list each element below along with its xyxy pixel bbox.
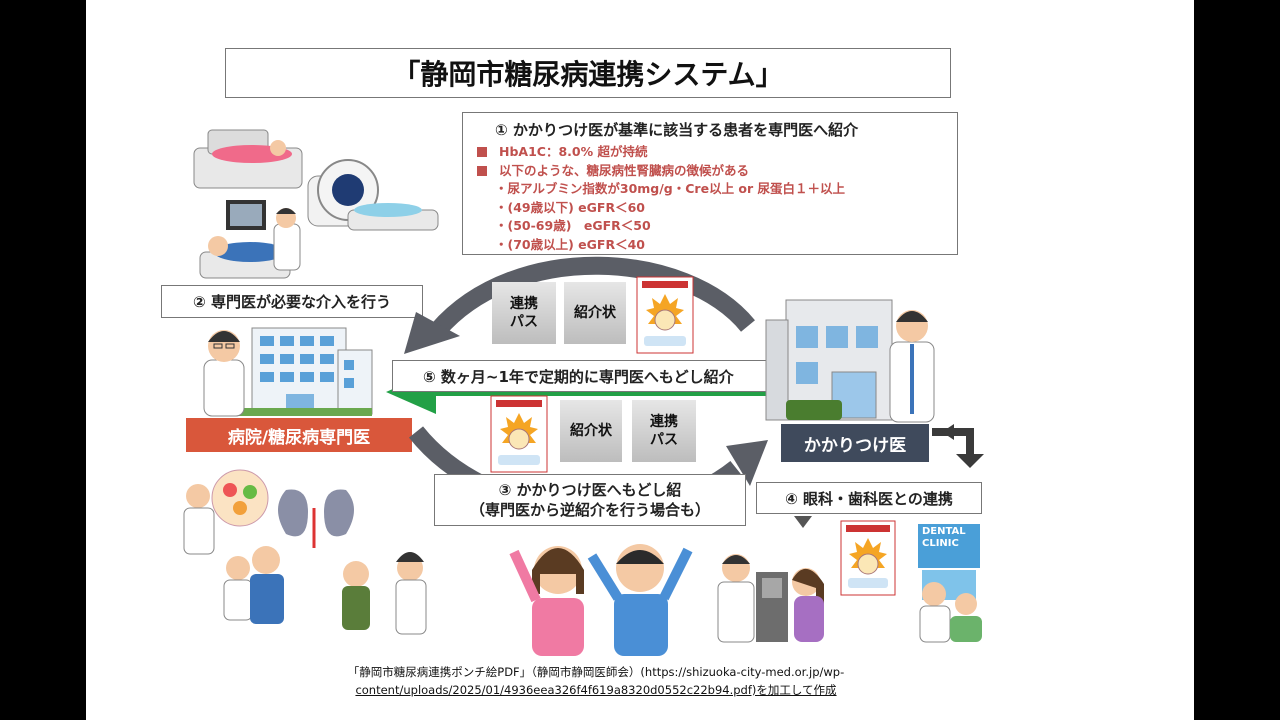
credit-line2: content/uploads/2025/01/4936eea326f4f619… [355, 683, 837, 697]
step4-label: ④ 眼科・歯科医との連携 [756, 482, 982, 514]
criteria-item: 以下のような、糖尿病性腎臓病の徴候がある [477, 162, 947, 181]
dental-sign: DENTAL CLINIC [922, 526, 966, 549]
credit-line1: 「静岡市糖尿病連携ポンチ絵PDF」（静岡市静岡医師会）(https://shiz… [347, 665, 845, 679]
criteria-sub-item: ・(49歳以下) eGFR＜60 [495, 199, 645, 215]
side-arrow-head-left [942, 424, 954, 440]
step5-label: ⑤ 数ヶ月~1年で定期的に専門医へもどし紹介 [392, 360, 792, 392]
medical-exam-illustration [193, 129, 439, 279]
arrow-head-to-clinic [726, 440, 768, 486]
criteria-heading: ① かかりつけ医が基準に該当する患者を専門医へ紹介 [495, 121, 859, 139]
source-credit: 「静岡市糖尿病連携ポンチ絵PDF」（静岡市静岡医師会）(https://shiz… [286, 663, 906, 699]
criteria-item: HbA1C：8.0% 超が持続 [477, 143, 947, 162]
step3-line2: （専門医から逆紹介を行う場合も） [469, 501, 710, 519]
dental-illustration [918, 524, 982, 643]
step3-line1: ③ かかりつけ医へもどし紹 [498, 481, 682, 499]
arrow-to-hospital [431, 256, 755, 337]
doc-renkei-path-bottom: 連携パス [632, 400, 696, 462]
arrow-head-to-hospital [404, 312, 460, 354]
diabetes-notebook-right [840, 520, 896, 596]
referral-criteria-box: ① かかりつけ医が基準に該当する患者を専門医へ紹介 HbA1C：8.0% 超が持… [462, 112, 958, 255]
care-team-illustration [183, 469, 427, 635]
clinic-illustration [765, 299, 935, 423]
side-arrow-head [956, 454, 984, 468]
page-title: 「静岡市糖尿病連携システム」 [225, 48, 951, 98]
doc-shokaijo-bottom: 紹介状 [560, 400, 622, 462]
doc-renkei-path-top: 連携パス [492, 282, 556, 344]
criteria-sub-item: ・尿アルブミン指数が30mg/g・Cre以上 or 尿蛋白１＋以上 [495, 181, 846, 196]
step3-label: ③ かかりつけ医へもどし紹 （専門医から逆紹介を行う場合も） [434, 474, 746, 526]
eye-exam-illustration [717, 554, 824, 643]
slide: 「静岡市糖尿病連携システム」 ① かかりつけ医が基準に該当する患者を専門医へ紹介… [86, 0, 1194, 720]
hospital-illustration [203, 327, 373, 417]
clinic-tag: かかりつけ医 [781, 424, 929, 462]
doc-shokaijo-top: 紹介状 [564, 282, 626, 344]
step2-label: ② 専門医が必要な介入を行う [161, 285, 423, 318]
step4-pointer [794, 516, 812, 528]
bullet-square-icon [477, 165, 487, 176]
criteria-sub-item: ・(50-69歳) eGFR＜50 [495, 218, 651, 233]
hospital-tag: 病院/糖尿病専門医 [186, 418, 412, 452]
diabetes-notebook-bottom [490, 395, 548, 473]
patients-illustration [509, 544, 693, 656]
bullet-square-icon [477, 147, 487, 157]
criteria-sub-item: ・(70歳以上) eGFR＜40 [495, 236, 645, 252]
dental-clinic-scene: DENTAL CLINIC [916, 522, 982, 650]
diabetes-notebook-top [636, 276, 694, 354]
